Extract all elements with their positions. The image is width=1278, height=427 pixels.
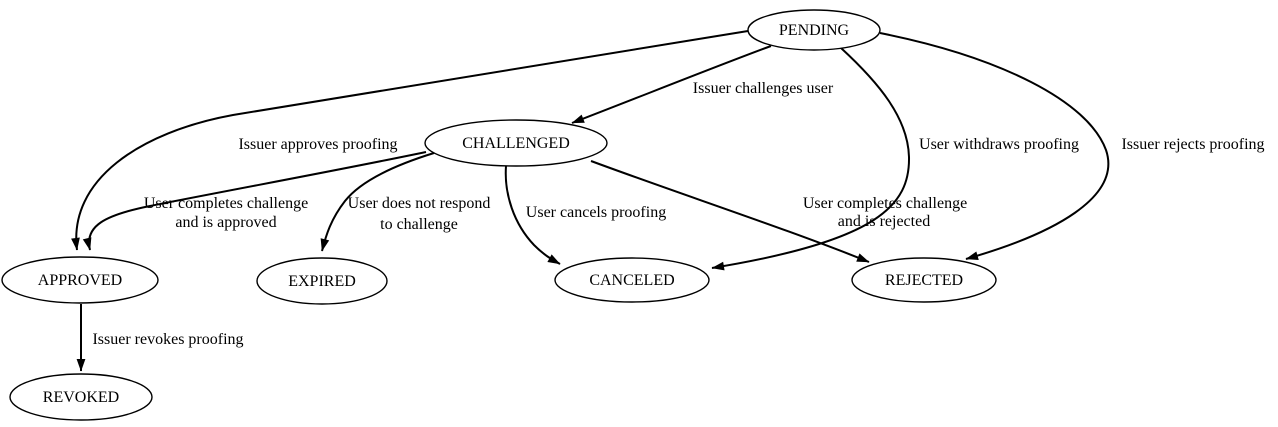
approved-label: APPROVED (38, 272, 122, 289)
challenged-ellipse (424, 119, 608, 167)
state-node-approved: APPROVED (1, 256, 159, 304)
edge-label-issuer-challenges-user: Issuer challenges user (693, 80, 834, 97)
challenged-label: CHALLENGED (462, 135, 570, 152)
edge-label-user-withdraws-proofing: User withdraws proofing (919, 136, 1079, 153)
edge-challenged-approved: User completes challenge and is approved (82, 151, 427, 251)
edge-challenged-canceled: User cancels proofing (504, 165, 666, 265)
edge-label-issuer-approves-proofing: Issuer approves proofing (238, 136, 397, 153)
revoked-label: REVOKED (43, 389, 119, 406)
state-node-challenged: CHALLENGED (424, 119, 608, 167)
edge-label-issuer-rejects-proofing: Issuer rejects proofing (1121, 136, 1264, 153)
edge-path-challenged-expired (320, 152, 435, 252)
nodes: PENDING CHALLENGED APPROVED EXPIRED CANC… (1, 9, 997, 421)
edge-label-user-completes-approved-line1: User completes challenge (144, 195, 308, 212)
edge-label-user-completes-approved-line2: and is approved (175, 214, 276, 231)
revoked-ellipse (9, 373, 153, 421)
edge-path-pending-canceled (711, 47, 911, 271)
state-node-pending: PENDING (747, 9, 881, 51)
edges: Issuer challenges user Issuer approves p… (71, 30, 1265, 372)
canceled-ellipse (554, 257, 710, 303)
state-node-rejected: REJECTED (851, 257, 997, 303)
state-node-revoked: REVOKED (9, 373, 153, 421)
pending-label: PENDING (779, 22, 850, 39)
edge-label-user-completes-rejected-line2: and is rejected (838, 213, 930, 230)
edge-approved-revoked: Issuer revokes proofing (76, 304, 244, 372)
edge-path-challenged-approved (82, 151, 427, 251)
edge-challenged-expired: User does not respond to challenge (320, 152, 491, 252)
canceled-label: CANCELED (589, 272, 674, 289)
edge-path-challenged-canceled (504, 165, 561, 265)
edge-challenged-rejected: User completes challenge and is rejected (590, 160, 967, 263)
expired-ellipse (256, 257, 388, 305)
pending-ellipse (747, 9, 881, 51)
state-node-canceled: CANCELED (554, 257, 710, 303)
approved-ellipse (1, 256, 159, 304)
edge-path-challenged-rejected (590, 160, 870, 263)
edge-path-pending-rejected (879, 32, 1110, 260)
rejected-ellipse (851, 257, 997, 303)
edge-label-user-no-respond-line1: User does not respond (348, 195, 491, 212)
expired-label: EXPIRED (288, 273, 356, 290)
edge-path-pending-challenged (571, 45, 772, 124)
edge-path-pending-approved (71, 30, 749, 251)
edge-pending-approved: Issuer approves proofing (71, 30, 749, 251)
edge-label-user-completes-rejected-line1: User completes challenge (803, 195, 967, 212)
edge-label-issuer-revokes-proofing: Issuer revokes proofing (92, 331, 243, 348)
edge-pending-challenged: Issuer challenges user (571, 45, 834, 124)
rejected-label: REJECTED (885, 272, 963, 289)
edge-label-user-no-respond-line2: to challenge (380, 216, 458, 233)
edge-pending-rejected: Issuer rejects proofing (879, 32, 1265, 260)
edge-pending-canceled: User withdraws proofing (711, 47, 1079, 271)
edge-label-user-cancels-proofing: User cancels proofing (526, 204, 666, 221)
state-node-expired: EXPIRED (256, 257, 388, 305)
